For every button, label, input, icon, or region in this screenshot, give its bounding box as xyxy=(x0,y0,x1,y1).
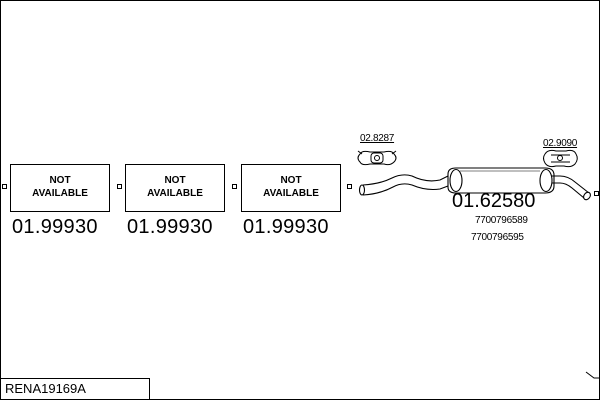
connector-marker xyxy=(2,184,7,189)
clamp-left-code: 02.8287 xyxy=(360,133,395,144)
part-number-2: 01.99930 xyxy=(127,216,213,238)
footer-code-box: RENA19169A xyxy=(0,378,150,400)
box-2-line1: NOT xyxy=(164,175,186,186)
clamp-right-code: 02.9090 xyxy=(543,138,578,149)
clamp-right-drawing xyxy=(543,149,578,168)
box-2-line2: AVAILABLE xyxy=(147,188,203,199)
box-3-line1: NOT xyxy=(280,175,302,186)
reference-number-1: 7700796589 xyxy=(475,215,528,226)
exhaust-silencer-drawing xyxy=(358,167,591,201)
part-number-1: 01.99930 xyxy=(12,216,98,238)
part-number-3: 01.99930 xyxy=(243,216,329,238)
reference-number-2: 7700796595 xyxy=(471,232,524,243)
clamp-left-drawing xyxy=(357,150,397,166)
not-available-box-2: NOT AVAILABLE xyxy=(125,164,225,212)
connector-marker xyxy=(347,184,352,189)
footer-code: RENA19169A xyxy=(5,381,86,396)
box-3-line2: AVAILABLE xyxy=(263,188,319,199)
not-available-box-3: NOT AVAILABLE xyxy=(241,164,341,212)
connector-marker xyxy=(232,184,237,189)
not-available-box-1: NOT AVAILABLE xyxy=(10,164,110,212)
corner-mark xyxy=(585,371,600,379)
connector-marker xyxy=(117,184,122,189)
box-1-line2: AVAILABLE xyxy=(32,188,88,199)
box-1-line1: NOT xyxy=(49,175,71,186)
connector-marker xyxy=(594,191,599,196)
main-part-number: 01.62580 xyxy=(452,190,536,212)
